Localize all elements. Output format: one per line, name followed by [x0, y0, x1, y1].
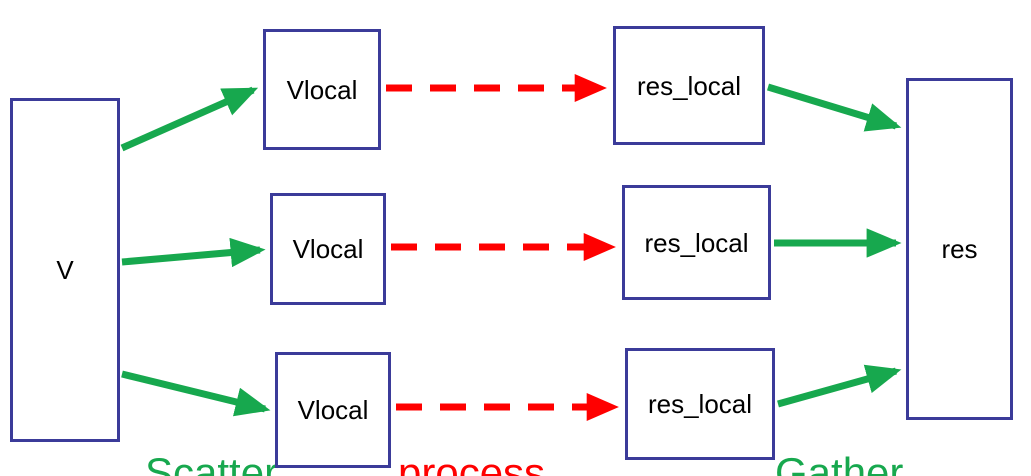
node-input-vector[interactable]: V [10, 98, 120, 442]
node-output-result-label: res [941, 234, 978, 264]
node-res-local-3[interactable]: res_local [625, 348, 775, 460]
node-input-vector-label: V [56, 255, 74, 285]
caption-gather: Gather [775, 449, 904, 476]
node-res-local-3-label: res_local [647, 389, 753, 419]
caption-scatter: Scatter [145, 449, 279, 476]
scatter-arrow-1 [120, 86, 259, 152]
scatter-arrow-3 [121, 370, 271, 417]
gather-arrow-1 [766, 83, 902, 132]
node-res-local-2[interactable]: res_local [622, 185, 771, 300]
node-vlocal-1[interactable]: Vlocal [263, 29, 381, 150]
scatter-arrow-2 [121, 237, 266, 268]
node-vlocal-2-label: Vlocal [292, 234, 364, 264]
process-edges [386, 74, 619, 421]
gather-arrow-3 [777, 364, 902, 408]
node-output-result[interactable]: res [906, 78, 1013, 420]
node-vlocal-3[interactable]: Vlocal [275, 352, 391, 468]
node-res-local-1-label: res_local [636, 70, 742, 101]
node-vlocal-3-label: Vlocal [297, 395, 369, 425]
caption-process: process [398, 449, 546, 476]
node-res-local-1[interactable]: res_local [613, 26, 765, 145]
node-vlocal-2[interactable]: Vlocal [270, 193, 386, 305]
node-vlocal-1-label: Vlocal [286, 74, 358, 105]
gather-edges [766, 83, 902, 408]
node-res-local-2-label: res_local [644, 227, 749, 258]
scatter-edges [120, 86, 271, 417]
